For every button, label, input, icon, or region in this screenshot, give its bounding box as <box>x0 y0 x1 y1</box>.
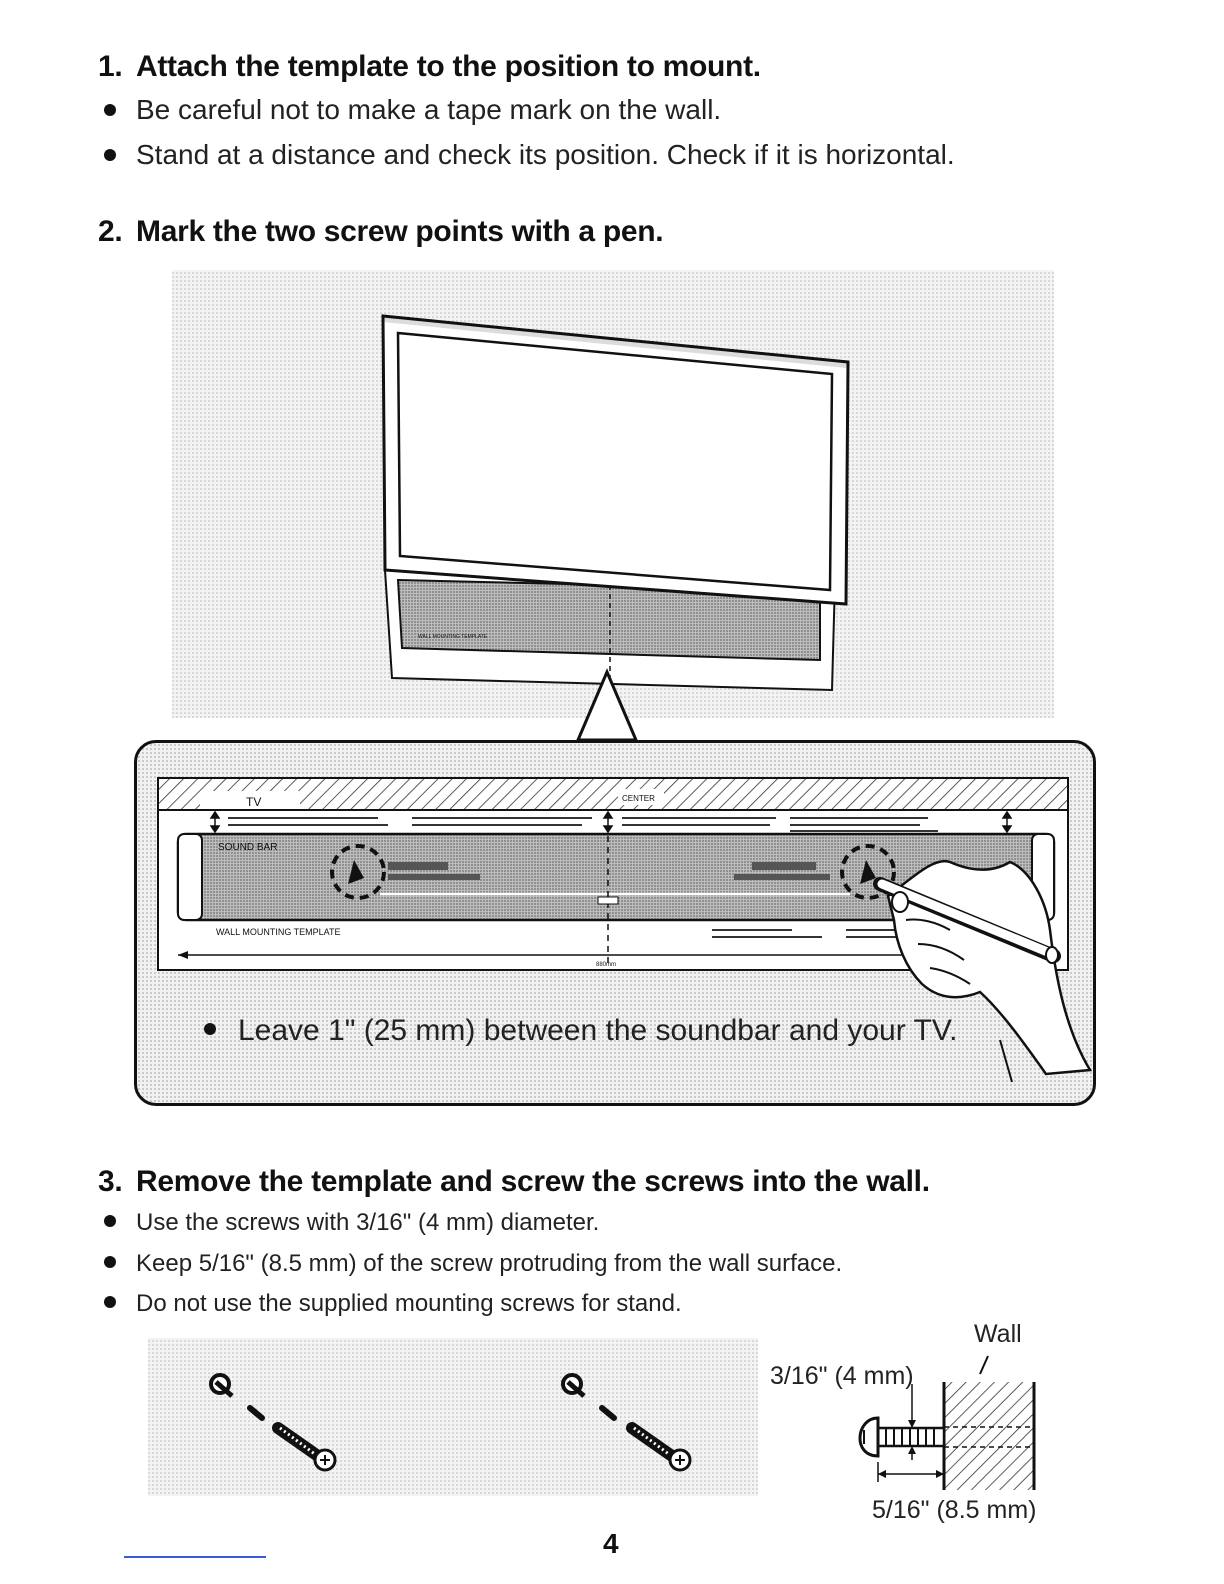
step-1-bullet-2: Stand at a distance and check its positi… <box>104 139 955 171</box>
left-screw-icon <box>209 1373 337 1472</box>
step-2-heading: 2. Mark the two screw points with a pen. <box>98 215 664 249</box>
tv-screen <box>396 331 834 592</box>
wall-label: Wall <box>974 1320 1022 1348</box>
gap-arrows <box>209 810 1013 834</box>
step-3-bullet-1: Use the screws with 3/16" (4 mm) diamete… <box>104 1209 599 1237</box>
small-template-label: WALL MOUNTING TEMPLATE <box>418 634 488 640</box>
step-1-heading: 1. Attach the template to the position to… <box>98 50 761 84</box>
sound-bar-label: SOUND BAR <box>218 842 277 853</box>
wall-section-hatch <box>944 1382 1034 1490</box>
step-3-heading: 3. Remove the template and screw the scre… <box>98 1165 930 1199</box>
width-label: 880mm <box>596 962 616 968</box>
bullet-dot-icon <box>104 1256 116 1268</box>
right-screw-mark <box>840 844 896 900</box>
template-fine-print <box>228 817 938 938</box>
center-label: CENTER <box>622 794 655 803</box>
tv-edge-hatch <box>157 777 1069 811</box>
step-3-number: 3. <box>98 1165 123 1198</box>
diameter-label: 3/16" (4 mm) <box>770 1362 914 1390</box>
screw-section-diagram <box>858 1355 1036 1490</box>
step-3-title: Remove the template and screw the screws… <box>136 1165 930 1198</box>
tv-label: TV <box>246 795 261 809</box>
step-1-bullet-1: Be careful not to make a tape mark on th… <box>104 94 721 126</box>
left-screw-mark <box>330 844 386 900</box>
bullet-dot-icon <box>104 104 116 116</box>
protrusion-label: 5/16" (8.5 mm) <box>872 1496 1037 1524</box>
callout-note: Leave 1" (25 mm) between the soundbar an… <box>204 1014 957 1048</box>
hand-with-pen-icon <box>873 859 1093 1083</box>
step-1-title: Attach the template to the position to m… <box>136 50 761 83</box>
bullet-dot-icon <box>104 1296 116 1308</box>
wall-background-step3 <box>148 1338 758 1496</box>
right-screw-icon <box>561 1373 692 1472</box>
step-2-number: 2. <box>98 215 123 248</box>
footer-rule <box>124 1556 266 1558</box>
bullet-dot-icon <box>104 149 116 161</box>
page-number: 4 <box>603 1528 619 1559</box>
wall-mounting-template-label: WALL MOUNTING TEMPLATE <box>216 927 341 937</box>
step-3-bullet-2: Keep 5/16" (8.5 mm) of the screw protrud… <box>104 1250 842 1278</box>
step-3-bullet-3: Do not use the supplied mounting screws … <box>104 1290 682 1318</box>
step-1-number: 1. <box>98 50 123 83</box>
bullet-dot-icon <box>204 1023 216 1035</box>
bullet-dot-icon <box>104 1215 116 1227</box>
step-2-title: Mark the two screw points with a pen. <box>136 215 664 248</box>
